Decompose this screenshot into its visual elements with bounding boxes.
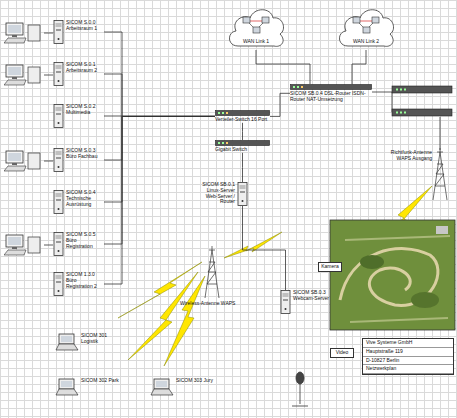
- workstation-tower: SICOM S.0.2 Multimedia: [53, 104, 104, 128]
- node-label: Verteiler-Switch 16 Port: [215, 117, 270, 123]
- tower-icon: [237, 182, 248, 206]
- laptop-icon: [150, 378, 174, 396]
- rack-unit: [392, 86, 452, 93]
- wan-cloud: WAN Link 1: [226, 4, 286, 50]
- radio-link-mast: [433, 148, 447, 200]
- tower-icon: [53, 190, 64, 214]
- network-cable: [242, 153, 243, 182]
- antenna-label: Wireless-Antenne WAPS: [180, 301, 242, 307]
- workstation-tower: SICOM S.0.1 Arbeitsraum 2: [53, 62, 104, 86]
- router-rack: SICOM SB.0.4 DSL-Router ISDN-Router NAT-…: [290, 84, 372, 103]
- wire: [44, 33, 53, 34]
- node-label: WAN Link 2: [336, 39, 396, 45]
- laptop-client: SICOM 301 Logistik: [55, 333, 119, 351]
- node-label: SICOM S.0.3 Büro Fachbau: [66, 148, 104, 160]
- network-cable: [243, 206, 286, 290]
- wire: [44, 161, 53, 162]
- wire: [372, 92, 392, 112]
- workstation-tower: SICOM S.0.0 Arbeitsraum 1: [53, 20, 104, 44]
- pc-icon: [4, 151, 40, 171]
- tower-icon: [280, 290, 291, 314]
- node-label: SICOM S.0.1 Arbeitsraum 2: [66, 62, 104, 74]
- network-cable: [242, 123, 243, 140]
- node-label: SICOM SB.0.3 Webcam-Server: [293, 290, 330, 302]
- switch-rack: Verteiler-Switch 16 Port: [215, 110, 270, 123]
- laptop-icon: [55, 333, 79, 351]
- node-label: Vive Systeme GmbH: [363, 339, 453, 348]
- rack-icon: [215, 110, 270, 116]
- microphone: [292, 372, 308, 406]
- rack-leds: [396, 89, 406, 114]
- node-label: D-10827 Berlin: [363, 357, 453, 366]
- wire: [44, 75, 53, 76]
- tower-icon: [53, 232, 64, 256]
- node-label: WAN Link 1: [226, 39, 286, 45]
- wan-cloud: WAN Link 2: [336, 4, 396, 50]
- rack-units: [392, 86, 452, 116]
- network-cable: [104, 74, 215, 116]
- node-label: SICOM SB.0.4 DSL-Router ISDN-Router NAT-…: [290, 91, 372, 103]
- camera-box: Kamera: [318, 262, 342, 272]
- node-label: Gigabit Switch: [215, 147, 270, 153]
- lightning-bolt: [224, 232, 282, 258]
- tower-icon: [53, 148, 64, 172]
- switch-rack: Gigabit Switch: [215, 140, 270, 153]
- network-cable: [104, 116, 215, 160]
- pc-wires: [44, 33, 440, 245]
- node-label: SICOM 1.3.0 Büro Registration 2: [66, 272, 104, 289]
- rack-unit: [392, 109, 452, 116]
- title-block: Vive Systeme GmbHHauptstraße 119D-10827 …: [362, 338, 454, 375]
- network-cable: [352, 50, 366, 84]
- laptop-client: SICOM 303 Jury: [150, 378, 214, 396]
- network-cable: [270, 93, 290, 116]
- workstation-tower: SICOM 1.3.0 Büro Registration 2: [53, 272, 104, 296]
- node-label: SICOM S.0.2 Multimedia: [66, 104, 104, 116]
- network-cable: [104, 116, 215, 284]
- wire: [440, 117, 441, 150]
- lightning-bolt: [128, 272, 198, 360]
- workstation-tower: SICOM S.0.3 Büro Fachbau: [53, 148, 104, 172]
- antenna-label: Richtfunk-Antenne WAPS Ausgang: [376, 150, 432, 162]
- video-box: Video: [330, 348, 354, 358]
- node-label: SICOM 303 Jury: [176, 378, 214, 384]
- node-label: Video: [333, 350, 351, 356]
- tower-icon: [53, 104, 64, 128]
- tower-icon: [53, 272, 64, 296]
- node-label: SICOM SB.0.1 Linux-Server Web-Server / R…: [196, 182, 235, 205]
- rack-icon: [290, 84, 372, 90]
- server-tower: SICOM SB.0.1 Linux-Server Web-Server / R…: [196, 182, 248, 206]
- workstation-tower: SICOM S.0.4 Technische Ausrüstung: [53, 190, 104, 214]
- network-cable: [104, 116, 215, 202]
- node-label: SICOM 301 Logistik: [81, 333, 119, 345]
- pc-icon: [4, 23, 40, 43]
- network-cable: [104, 32, 215, 116]
- tower-icon: [53, 20, 64, 44]
- webcam-server: SICOM SB.0.3 Webcam-Server: [280, 290, 330, 314]
- network-cable: [104, 116, 215, 244]
- pc-icon: [4, 235, 40, 255]
- laptop-icon: [55, 378, 79, 396]
- pc-icon: [4, 65, 40, 85]
- node-label: Kamera: [321, 264, 339, 270]
- node-label: Hauptstraße 119: [363, 348, 453, 357]
- workstation-tower: SICOM S.0.5 Büro Registration: [53, 232, 104, 256]
- node-label: Netzwerkplan: [363, 365, 453, 374]
- wire: [44, 245, 53, 246]
- rack-icon: [215, 140, 270, 146]
- laptop-client: SICOM 302 Park: [55, 378, 119, 396]
- antenna-mast: [205, 246, 219, 298]
- node-label: SICOM S.0.4 Technische Ausrüstung: [66, 190, 104, 207]
- node-label: SICOM S.0.5 Büro Registration: [66, 232, 104, 249]
- workstation-icons: [4, 23, 40, 255]
- tower-icon: [53, 62, 64, 86]
- node-label: SICOM S.0.0 Arbeitsraum 1: [66, 20, 104, 32]
- aerial-photo: [330, 220, 455, 330]
- network-cable: [256, 50, 310, 84]
- node-label: SICOM 302 Park: [81, 378, 119, 384]
